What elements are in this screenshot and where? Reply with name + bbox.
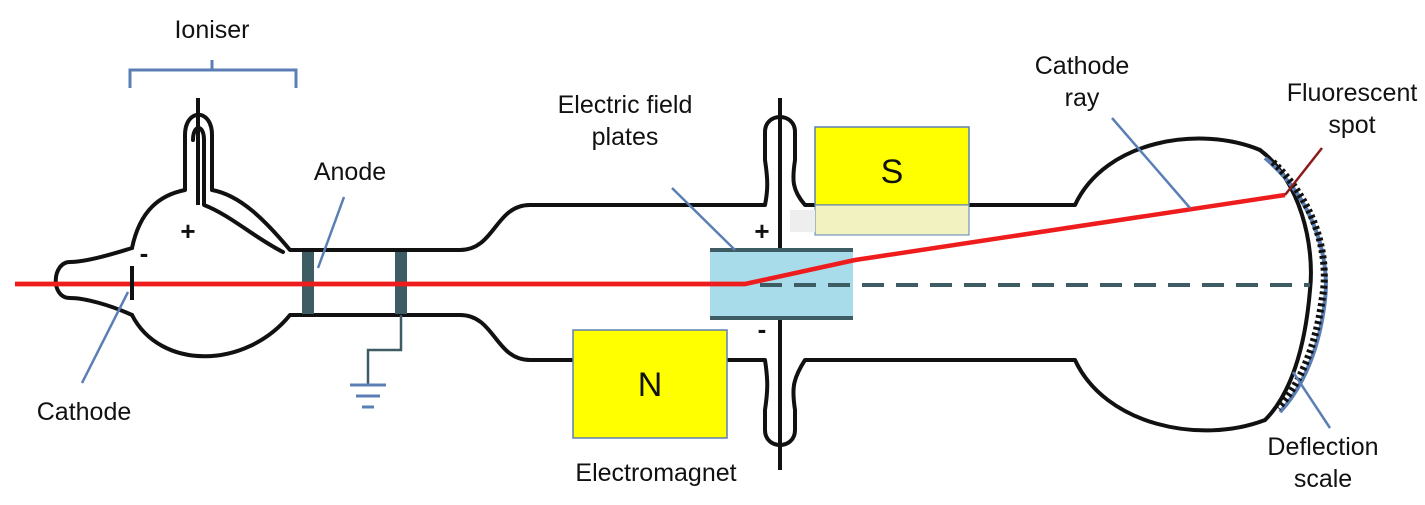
- ioniser-stem-inner: [191, 126, 285, 254]
- electric-field-plates-label-line2: plates: [592, 123, 659, 151]
- south-pole-shadow: [790, 210, 815, 232]
- anode-label: Anode: [314, 158, 386, 186]
- fluorescent-spot-leader: [1284, 147, 1323, 196]
- electromagnet-label: Electromagnet: [575, 459, 736, 487]
- cathode-leader: [80, 291, 130, 384]
- cathode-ray-beam: [15, 192, 1286, 287]
- bulb-upper-outline: [130, 113, 397, 252]
- neck-upper-outline: [393, 115, 1262, 252]
- cathode-label: Cathode: [37, 398, 132, 426]
- north-pole-block: [572, 329, 728, 439]
- north-pole-letter: N: [638, 366, 663, 404]
- ground-symbol: [350, 315, 403, 409]
- ground-wire: [366, 315, 403, 385]
- fluorescent-spot-label-line2: spot: [1328, 111, 1375, 139]
- fluorescent-spot-label-line1: Fluorescent: [1287, 79, 1418, 107]
- deflection-scale-leader: [1291, 371, 1332, 429]
- plate-plus-sign: +: [754, 216, 769, 246]
- ioniser-label: Ioniser: [174, 16, 249, 44]
- cathode-minus-sign: -: [140, 238, 149, 268]
- anode-leader: [316, 196, 346, 269]
- deflection-scale-label-line1: Deflection: [1267, 433, 1378, 461]
- electric-field-plates-label-line1: Electric field: [558, 91, 693, 119]
- ioniser-plus-sign: +: [180, 216, 195, 246]
- south-pole-lower-face: [814, 204, 970, 236]
- plates-leader: [671, 187, 736, 251]
- south-pole-letter: S: [881, 153, 904, 191]
- magnet-south: S: [790, 126, 970, 236]
- cathode-ray-leader: [1111, 117, 1191, 209]
- deflection-scale-label-line2: scale: [1294, 465, 1352, 493]
- bulb-lower-outline: [130, 313, 397, 359]
- neck-lower-outline: [393, 313, 1267, 447]
- cathode-ray-label-line1: Cathode: [1035, 52, 1130, 80]
- ioniser-bracket: [128, 60, 298, 88]
- south-pole-block: [814, 126, 970, 206]
- plate-minus-sign: -: [758, 314, 767, 344]
- cathode-ray-label-line2: ray: [1065, 84, 1100, 112]
- magnet-north: N: [572, 329, 728, 439]
- cathode-nipple-outline: [53, 246, 134, 317]
